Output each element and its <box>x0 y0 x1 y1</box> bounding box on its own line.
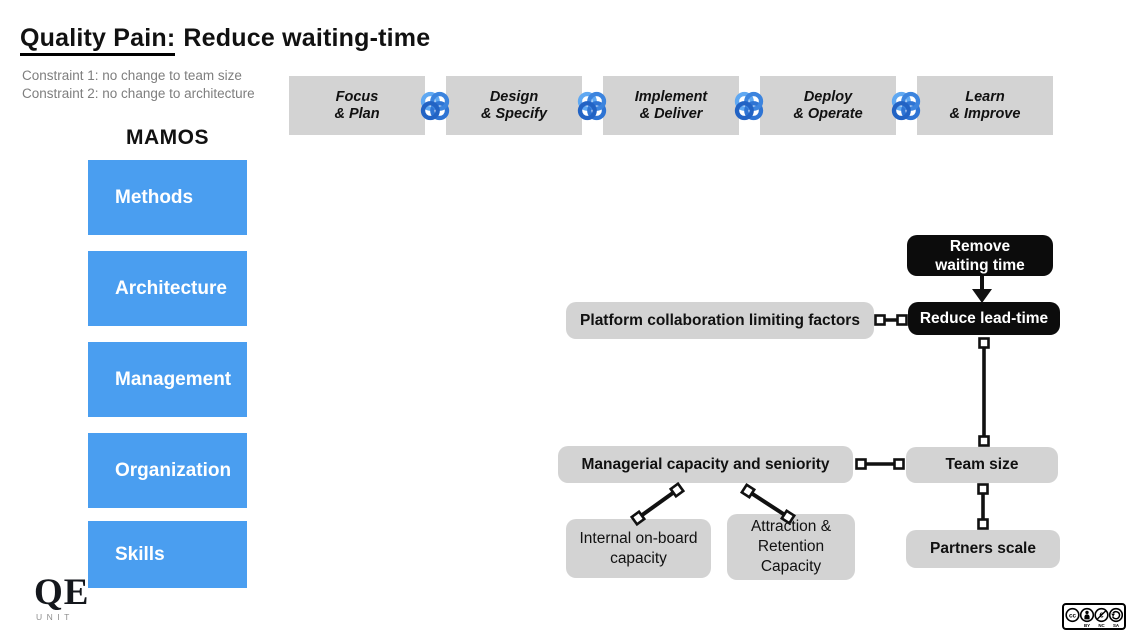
constraint-2: Constraint 2: no change to architecture <box>22 86 255 101</box>
node-label: Team size <box>945 456 1019 473</box>
constraints-note: Constraint 1: no change to team size Con… <box>22 67 255 103</box>
svg-text:BY: BY <box>1084 623 1090 628</box>
mamos-item-management: Management <box>88 342 247 417</box>
cc-sa-icon: SA <box>1108 607 1123 628</box>
node-label: Managerial capacity and seniority <box>581 455 830 473</box>
svg-text:SA: SA <box>1113 623 1120 628</box>
qe-unit-logo: QE UNIT <box>34 574 89 622</box>
mamos-item-label: Organization <box>115 459 232 481</box>
title-rest: Reduce waiting-time <box>183 24 431 52</box>
node-label: Platform collaboration limiting factors <box>580 311 860 329</box>
knot-link-icon <box>576 90 608 122</box>
mamos-heading: MAMOS <box>126 126 209 149</box>
mamos-item-organization: Organization <box>88 433 247 508</box>
node-attraction-retention-capacity: Attraction & Retention Capacity <box>727 514 855 580</box>
connector-teamsize-to-partners <box>977 483 989 530</box>
mamos-item-methods: Methods <box>88 160 247 235</box>
cc-nc-icon: € NC <box>1094 607 1109 628</box>
knot-link-icon <box>419 90 451 122</box>
flow-step-label: Deploy <box>803 88 853 105</box>
cc-icon: cc <box>1065 607 1080 622</box>
node-platform-collaboration-factors: Platform collaboration limiting factors <box>566 302 874 339</box>
flow-step-learn-improve: Learn & Improve <box>917 76 1053 135</box>
svg-text:cc: cc <box>1069 612 1077 619</box>
connector-reduce-to-teamsize <box>978 337 990 447</box>
svg-text:NC: NC <box>1098 623 1105 628</box>
logo-qe-text: QE <box>34 572 90 613</box>
flow-step-label: Design <box>489 88 539 105</box>
flow-step-focus-plan: Focus & Plan <box>289 76 425 135</box>
flow-step-design-specify: Design & Specify <box>446 76 582 135</box>
flow-step-label: & Plan <box>334 105 380 122</box>
flow-step-label: & Specify <box>480 105 548 122</box>
flow-step-label: Focus <box>335 88 379 105</box>
mamos-item-label: Architecture <box>115 277 227 299</box>
title-highlight: Quality Pain: <box>20 24 176 56</box>
node-partners-scale: Partners scale <box>906 530 1060 568</box>
logo-unit-text: UNIT <box>36 612 74 622</box>
flow-step-label: & Improve <box>949 105 1021 122</box>
node-label: Internal on-board capacity <box>579 529 698 567</box>
mamos-item-label: Methods <box>115 186 194 208</box>
flow-step-label: & Operate <box>793 105 863 122</box>
node-label: Attraction & Retention Capacity <box>750 518 832 575</box>
connector-platform-to-reduce <box>874 314 908 326</box>
node-label: Reduce lead-time <box>919 310 1049 327</box>
connector-managerial-to-teamsize <box>855 458 905 470</box>
knot-link-icon <box>890 90 922 122</box>
node-team-size: Team size <box>906 447 1058 483</box>
node-label: waiting time <box>935 256 1025 274</box>
flow-step-deploy-operate: Deploy & Operate <box>760 76 896 135</box>
cc-by-icon: BY <box>1079 607 1095 628</box>
node-remove-waiting-time: Remove waiting time <box>907 235 1053 276</box>
flow-step-implement-deliver: Implement & Deliver <box>603 76 739 135</box>
node-label: Partners scale <box>930 540 1036 557</box>
knot-link-icon <box>733 90 765 122</box>
mamos-item-skills: Skills <box>88 521 247 588</box>
flow-step-label: & Deliver <box>639 105 703 122</box>
process-flow: Focus & Plan Design & Specify Implement … <box>289 76 1053 135</box>
constraint-1: Constraint 1: no change to team size <box>22 68 242 83</box>
mamos-item-label: Skills <box>115 543 165 565</box>
mamos-item-label: Management <box>115 368 232 390</box>
node-label: Remove <box>949 237 1011 255</box>
mamos-item-architecture: Architecture <box>88 251 247 326</box>
page-title: Quality Pain:Reduce waiting-time <box>20 24 431 56</box>
node-internal-onboard-capacity: Internal on-board capacity <box>566 519 711 578</box>
flow-step-label: Learn <box>965 88 1005 105</box>
flow-step-label: Implement <box>634 88 708 105</box>
node-reduce-lead-time: Reduce lead-time <box>908 302 1060 335</box>
cc-license-badge: cc BY € NC SA <box>1062 603 1126 630</box>
node-managerial-capacity: Managerial capacity and seniority <box>558 446 853 483</box>
arrow-remove-to-reduce <box>972 276 992 303</box>
cc-by-nc-sa-icons: cc BY € NC SA <box>1065 607 1123 628</box>
